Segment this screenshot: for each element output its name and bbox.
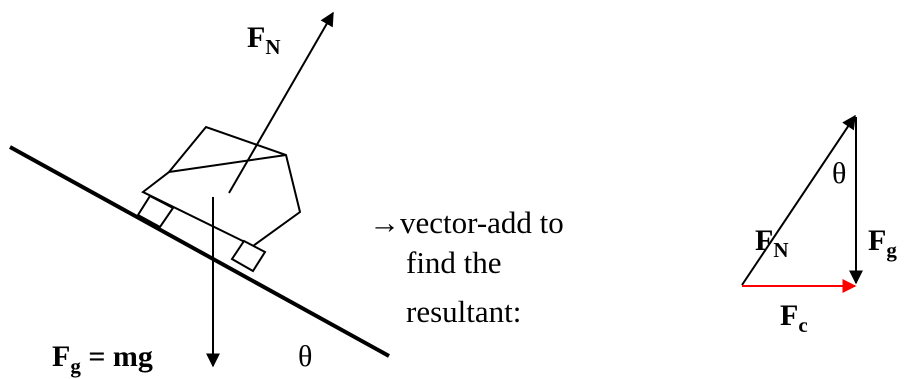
caption-line-1: →vector-add to xyxy=(369,207,564,238)
triangle-gravity-label: Fg xyxy=(868,224,897,262)
right-arrow-icon: → xyxy=(369,205,400,240)
caption-line-2: find the xyxy=(406,245,502,280)
incline-surface xyxy=(9,145,390,358)
car-wheel-rear xyxy=(136,194,175,229)
normal-force-arrow xyxy=(228,11,334,194)
car-body xyxy=(141,125,302,248)
normal-force-label: FN xyxy=(247,21,281,59)
incline-angle-label: θ xyxy=(298,340,312,373)
caption-text-1: vector-add to xyxy=(400,205,564,240)
gravity-label: Fg = mg xyxy=(52,340,153,378)
caption-line-3: resultant: xyxy=(406,294,522,329)
triangle-normal-force xyxy=(741,114,856,286)
triangle-resultant-label: Fc xyxy=(780,299,808,337)
triangle-normal-force-label: FN xyxy=(755,224,789,262)
car-wheel-front xyxy=(230,239,267,273)
triangle-angle-label: θ xyxy=(832,157,846,190)
